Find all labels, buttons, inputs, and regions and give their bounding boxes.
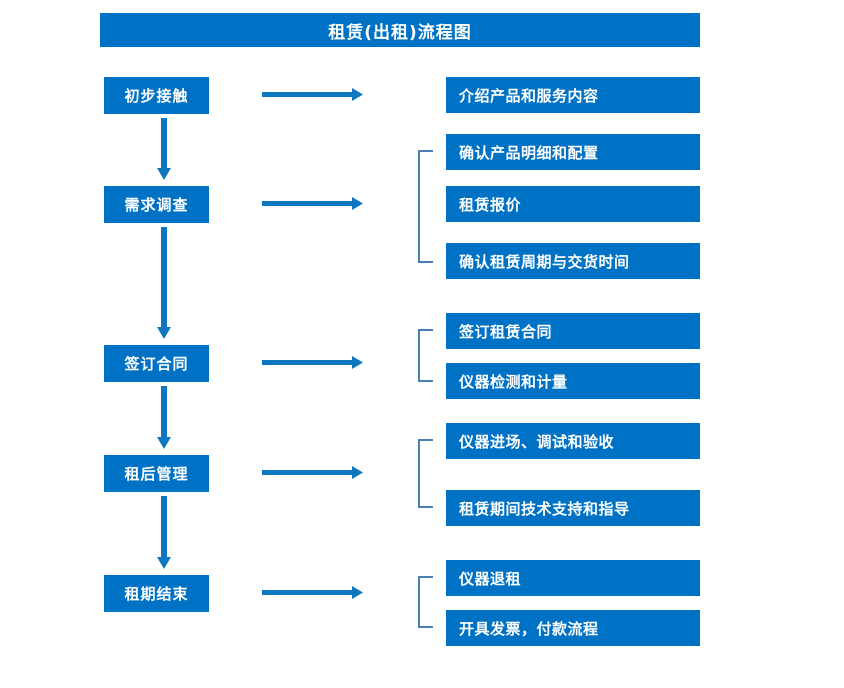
detail-box-invoice-payment[interactable]: 开具发票，付款流程 <box>446 610 700 646</box>
stage-box-endoflease[interactable]: 租期结束 <box>104 575 209 612</box>
detail-box-intro-products[interactable]: 介绍产品和服务内容 <box>446 77 700 113</box>
arrow-mgmt-to-end <box>154 496 174 569</box>
bracket-contract <box>417 329 435 382</box>
bracket-endoflease <box>417 576 435 628</box>
stage-box-requirement[interactable]: 需求调查 <box>104 186 209 223</box>
arrow-end-to-details <box>260 584 365 604</box>
arrow-contact-to-survey <box>154 118 174 180</box>
page-title: 租赁(出租)流程图 <box>100 13 700 47</box>
detail-box-sign-contract[interactable]: 签订租赁合同 <box>446 313 700 349</box>
detail-box-rental-quote[interactable]: 租赁报价 <box>446 186 700 222</box>
detail-box-confirm-spec[interactable]: 确认产品明细和配置 <box>446 134 700 170</box>
arrow-mgmt-to-details <box>260 464 365 484</box>
stage-box-contact[interactable]: 初步接触 <box>104 77 209 114</box>
detail-box-tech-support[interactable]: 租赁期间技术支持和指导 <box>446 490 700 526</box>
arrow-contact-to-intro <box>260 86 365 106</box>
stage-box-contract[interactable]: 签订合同 <box>104 345 209 382</box>
bracket-management <box>417 439 435 508</box>
stage-box-management[interactable]: 租后管理 <box>104 455 209 492</box>
detail-box-confirm-period[interactable]: 确认租赁周期与交货时间 <box>446 243 700 279</box>
detail-box-return-instrument[interactable]: 仪器退租 <box>446 560 700 596</box>
arrow-contract-to-mgmt <box>154 386 174 449</box>
arrow-survey-to-details <box>260 195 365 215</box>
detail-box-onsite-commission[interactable]: 仪器进场、调试和验收 <box>446 423 700 459</box>
detail-box-instrument-test[interactable]: 仪器检测和计量 <box>446 363 700 399</box>
arrow-contract-to-details <box>260 354 365 374</box>
arrow-survey-to-contract <box>154 227 174 339</box>
bracket-requirement <box>417 150 435 263</box>
